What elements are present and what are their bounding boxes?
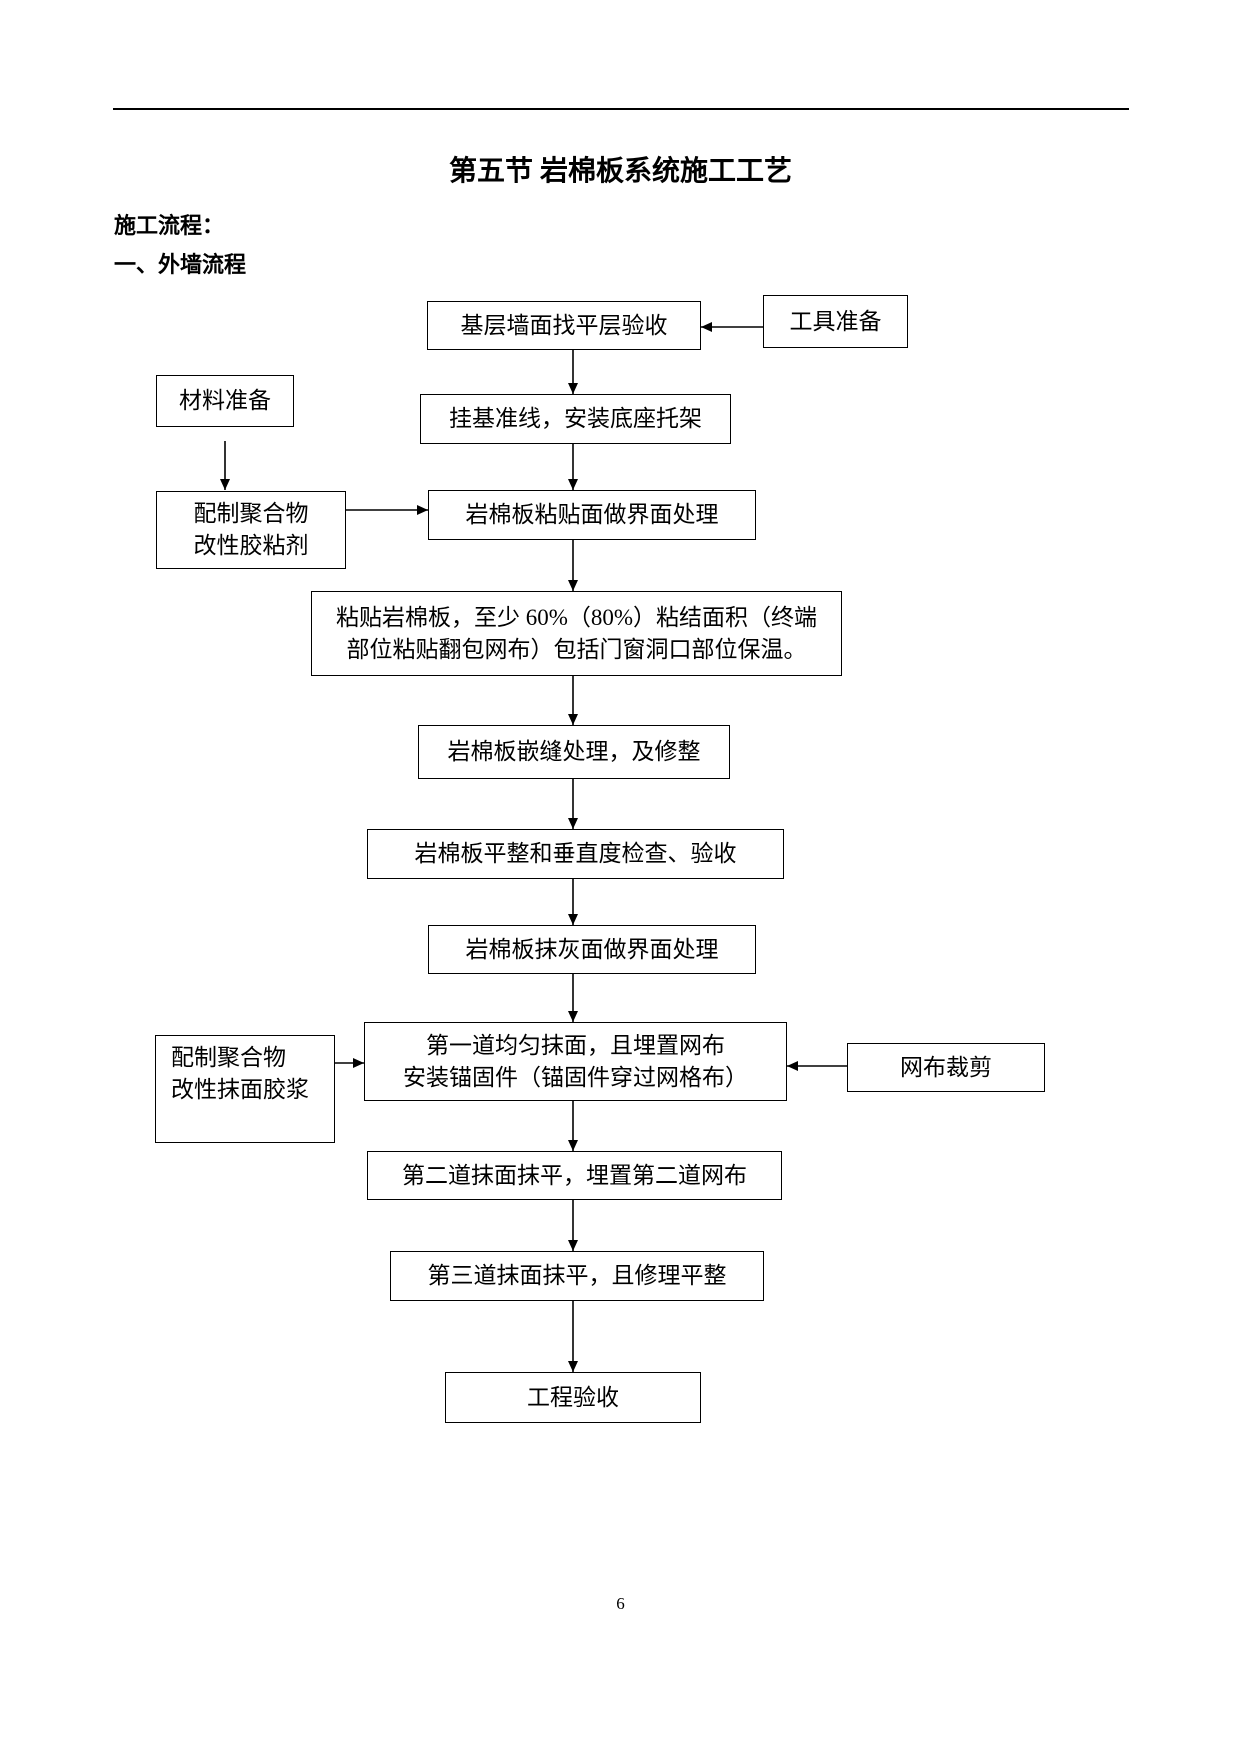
second-coat-box: 第二道抹面抹平，埋置第二道网布 — [367, 1151, 782, 1200]
mortar-prep-line-1: 配制聚合物 — [171, 1045, 286, 1070]
interface-bond-label: 岩棉板粘贴面做界面处理 — [465, 502, 719, 527]
acceptance-label: 工程验收 — [527, 1384, 619, 1410]
adhesive-prep-line-2: 改性胶粘剂 — [193, 533, 309, 558]
joint-treatment-label: 岩棉板嵌缝处理，及修整 — [447, 739, 701, 764]
baseline-label: 挂基准线，安装底座托架 — [449, 406, 702, 431]
baseline-box: 挂基准线，安装底座托架 — [420, 394, 731, 444]
plaster-interface-label: 岩棉板抹灰面做界面处理 — [465, 936, 719, 962]
material-prep-box: 材料准备 — [156, 375, 294, 427]
flatness-check-box: 岩棉板平整和垂直度检查、验收 — [367, 829, 784, 879]
first-coat-line-1: 第一道均匀抹面，且埋置网布 — [426, 1032, 725, 1058]
first-coat-box: 第一道均匀抹面，且埋置网布 安装锚固件（锚固件穿过网格布） — [364, 1022, 787, 1101]
paste-board-line-1: 粘贴岩棉板，至少 60%（80%）粘结面积（终端 — [335, 604, 818, 630]
mesh-cut-label: 网布裁剪 — [900, 1054, 992, 1080]
material-prep-label: 材料准备 — [179, 388, 271, 413]
subsection-heading: 一、外墙流程 — [114, 252, 247, 277]
second-coat-label: 第二道抹面抹平，埋置第二道网布 — [402, 1162, 747, 1188]
acceptance-box: 工程验收 — [445, 1372, 701, 1423]
plaster-interface-box: 岩棉板抹灰面做界面处理 — [428, 925, 756, 974]
base-inspection-box: 基层墙面找平层验收 — [427, 301, 701, 350]
third-coat-label: 第三道抹面抹平，且修理平整 — [427, 1263, 727, 1288]
header-rule — [113, 108, 1129, 110]
section-label: 施工流程： — [114, 213, 225, 238]
base-inspection-label: 基层墙面找平层验收 — [460, 312, 668, 338]
adhesive-prep-line-1: 配制聚合物 — [193, 501, 309, 526]
flatness-check-label: 岩棉板平整和垂直度检查、验收 — [414, 841, 737, 866]
page-title: 第五节 岩棉板系统施工工艺 — [448, 156, 792, 187]
interface-bond-box: 岩棉板粘贴面做界面处理 — [428, 490, 756, 540]
joint-treatment-box: 岩棉板嵌缝处理，及修整 — [418, 725, 730, 779]
tool-prep-label: 工具准备 — [789, 308, 882, 334]
mortar-prep-line-2: 改性抹面胶浆 — [171, 1077, 309, 1102]
first-coat-line-2: 安装锚固件（锚固件穿过网格布） — [403, 1064, 748, 1090]
paste-board-box: 粘贴岩棉板，至少 60%（80%）粘结面积（终端 部位粘贴翻包网布）包括门窗洞口… — [311, 591, 842, 676]
adhesive-prep-box: 配制聚合物 改性胶粘剂 — [156, 491, 346, 569]
mortar-prep-box: 配制聚合物 改性抹面胶浆 — [155, 1035, 335, 1143]
mesh-cut-box: 网布裁剪 — [847, 1043, 1045, 1092]
third-coat-box: 第三道抹面抹平，且修理平整 — [390, 1251, 764, 1301]
tool-prep-box: 工具准备 — [763, 295, 908, 348]
paste-board-line-2: 部位粘贴翻包网布）包括门窗洞口部位保温。 — [346, 636, 807, 662]
page-number: 6 — [616, 1594, 625, 1613]
